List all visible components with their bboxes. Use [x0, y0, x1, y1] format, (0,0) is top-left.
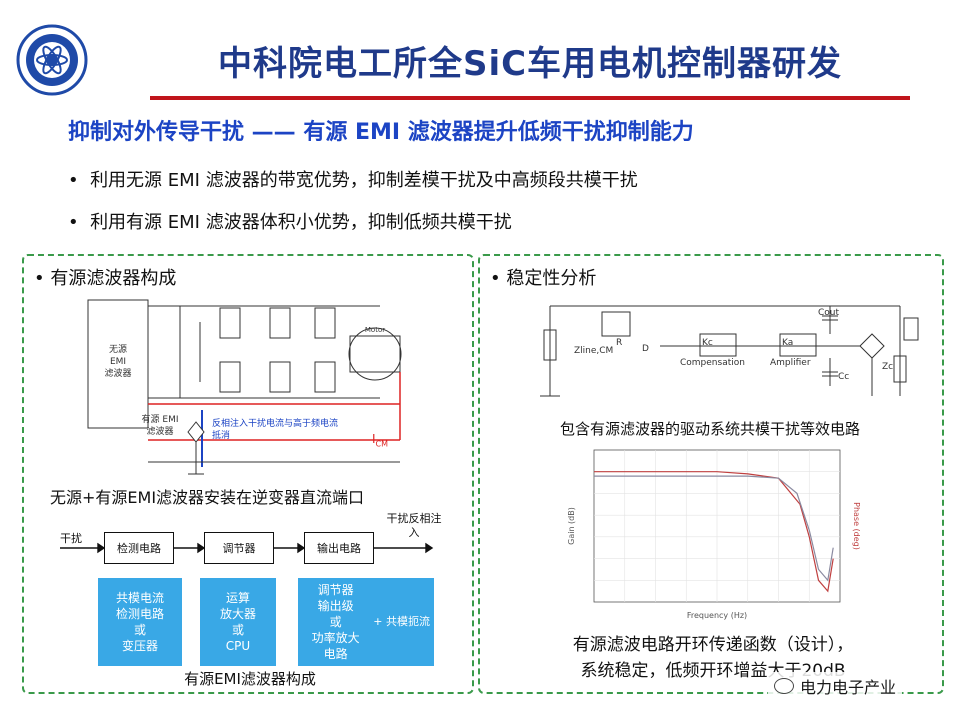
flow-block-regulator: 调节器: [204, 532, 274, 564]
cm-equivalent-circuit: [500, 286, 930, 410]
plot-lines: [594, 471, 834, 593]
slide-subtitle: 抑制对外传导干扰 —— 有源 EMI 滤波器提升低频干扰抑制能力: [68, 120, 694, 145]
series-line-1: [594, 475, 834, 582]
icm-label: ICM: [372, 432, 388, 448]
wechat-icon: [774, 678, 794, 694]
detail-block-regulator: 运算 放大器 或 CPU: [200, 578, 276, 666]
plot-caption-line1: 有源滤波电路开环传递函数（设计），: [572, 635, 854, 655]
d-label: D: [642, 344, 649, 354]
zline-label: Zline,CM: [574, 346, 614, 356]
left-panel-title: • 有源滤波器构成: [34, 268, 177, 289]
ka-label: Ka: [782, 338, 794, 348]
svg-text:滤波器: 滤波器: [104, 367, 131, 379]
svg-text:EMI: EMI: [110, 357, 126, 367]
bullet-item: • 利用无源 EMI 滤波器的带宽优势，抑制差模干扰及中高频段共模干扰: [68, 170, 638, 191]
injection-annotation: 反相注入干扰电流与高于频电流抵消: [212, 419, 339, 441]
circuit-equivalent-caption: 包含有源滤波器的驱动系统共模干扰等效电路: [559, 420, 860, 438]
flow-output-label: 干扰反相注入: [386, 512, 442, 539]
motor-label: Motor: [365, 326, 385, 334]
active-filter-label: 有源 EMI 滤波器: [141, 415, 179, 437]
left-panel: [22, 254, 474, 694]
bode-plot: Frequency (Hz) Gain (dB) Phase (deg): [560, 444, 861, 622]
zc-label: Zc: [882, 362, 894, 372]
flow-block-output: 输出电路: [304, 532, 374, 564]
flow-arrows: [60, 530, 440, 570]
bullet-text: 利用无源 EMI 滤波器的带宽优势，抑制差模干扰及中高频段共模干扰: [90, 170, 638, 191]
cc-label: Cc: [838, 372, 850, 382]
flow-caption: 有源EMI滤波器构成: [184, 670, 316, 688]
r-label: R: [616, 338, 623, 348]
detail-output-text: 调节器 输出级 或 功率放大 电路: [311, 582, 360, 662]
cas-logo: [16, 24, 88, 96]
y-axis-label-left: Gain (dB): [567, 507, 576, 545]
icm-text: I: [372, 432, 376, 446]
bullet-text: 利用有源 EMI 滤波器体积小优势，抑制低频共模干扰: [90, 212, 512, 233]
watermark-text: 电力电子产业: [800, 678, 897, 697]
detail-side-note: + 共模扼流: [373, 614, 430, 628]
icm-sub: CM: [375, 439, 389, 449]
series-line-0: [594, 471, 834, 593]
kc-label: Kc: [702, 338, 713, 348]
bullet-item: • 利用有源 EMI 滤波器体积小优势，抑制低频共模干扰: [68, 212, 512, 233]
svg-text:无源: 无源: [109, 344, 127, 355]
right-panel: [478, 254, 944, 694]
circuit-caption: 无源+有源EMI滤波器安装在逆变器直流端口: [50, 488, 365, 507]
right-panel-title: • 稳定性分析: [490, 268, 597, 289]
flow-block-detection: 检测电路: [104, 532, 174, 564]
bode-svg: Frequency (Hz) Gain (dB) Phase (deg): [567, 449, 861, 620]
y-axis-label-right: Phase (deg): [852, 502, 860, 550]
detail-block-detection: 共模电流 检测电路 或 变压器: [98, 578, 182, 666]
compensation-label: Compensation: [680, 358, 745, 368]
x-axis-label: Frequency (Hz): [687, 611, 747, 620]
detail-block-output: 调节器 输出级 或 功率放大 电路 + 共模扼流: [298, 578, 434, 666]
watermark: 电力电子产业: [768, 672, 903, 700]
cout-label: Cout: [818, 308, 840, 318]
title-divider: [150, 96, 910, 100]
slide-title: 中科院电工所全SiC车用电机控制器研发: [217, 44, 843, 84]
amplifier-label: Amplifier: [770, 358, 811, 368]
inverter-circuit: 无源 EMI 滤波器 Motor: [60, 292, 460, 482]
flow-input-label: 干扰: [60, 532, 82, 545]
